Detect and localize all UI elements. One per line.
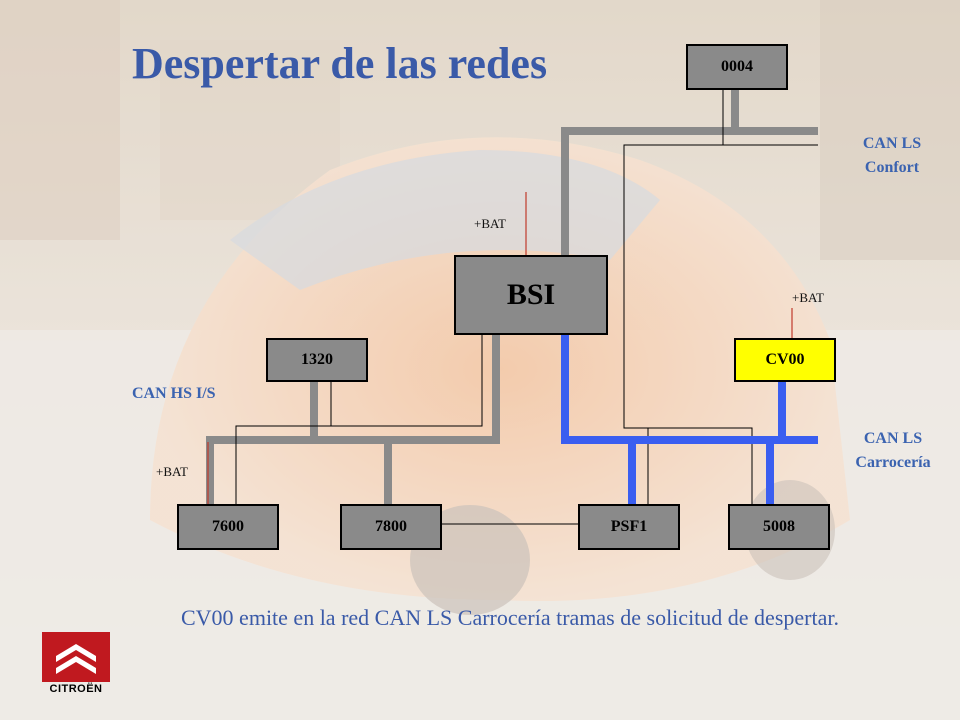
page-title: Despertar de las redes [132,39,548,88]
can-ls-confort-label: CAN LS Confort [842,132,942,180]
can-ls-confort-bus [561,90,818,255]
can-ls-carroceria-label-line1: CAN LS [863,430,923,447]
can-ls-confort-label-line2: Confort [864,159,920,176]
can-ls-carroceria-label-line2: Carrocería [855,454,931,471]
can-ls-carroceria-label: CAN LS Carrocería [838,427,948,475]
can-ls-carroceria-bus [561,333,818,508]
brand-name: CITROËN [49,683,103,695]
can-hs-is-label: CAN HS I/S [132,385,216,402]
node-7600: 7600 [177,504,279,550]
node-1320: 1320 [266,338,368,382]
bat-feed-lines [207,192,793,508]
can-hs-is-bus [206,333,500,508]
caption-text: CV00 emite en la red CAN LS Carrocería t… [181,605,839,630]
bat-label-7600: +BAT [156,464,188,479]
node-cv00: CV00 [734,338,836,382]
can-hs-is-wires [235,333,580,525]
bat-label-bsi: +BAT [474,216,506,231]
node-0004: 0004 [686,44,788,90]
node-7800: 7800 [340,504,442,550]
node-psf1: PSF1 [578,504,680,550]
node-bsi: BSI [454,255,608,335]
bat-label-cv00: +BAT [792,290,824,305]
can-ls-confort-label-line1: CAN LS [862,135,922,152]
can-ls-confort-wires [623,90,818,508]
citroen-logo-icon [42,632,110,682]
node-5008: 5008 [728,504,830,550]
